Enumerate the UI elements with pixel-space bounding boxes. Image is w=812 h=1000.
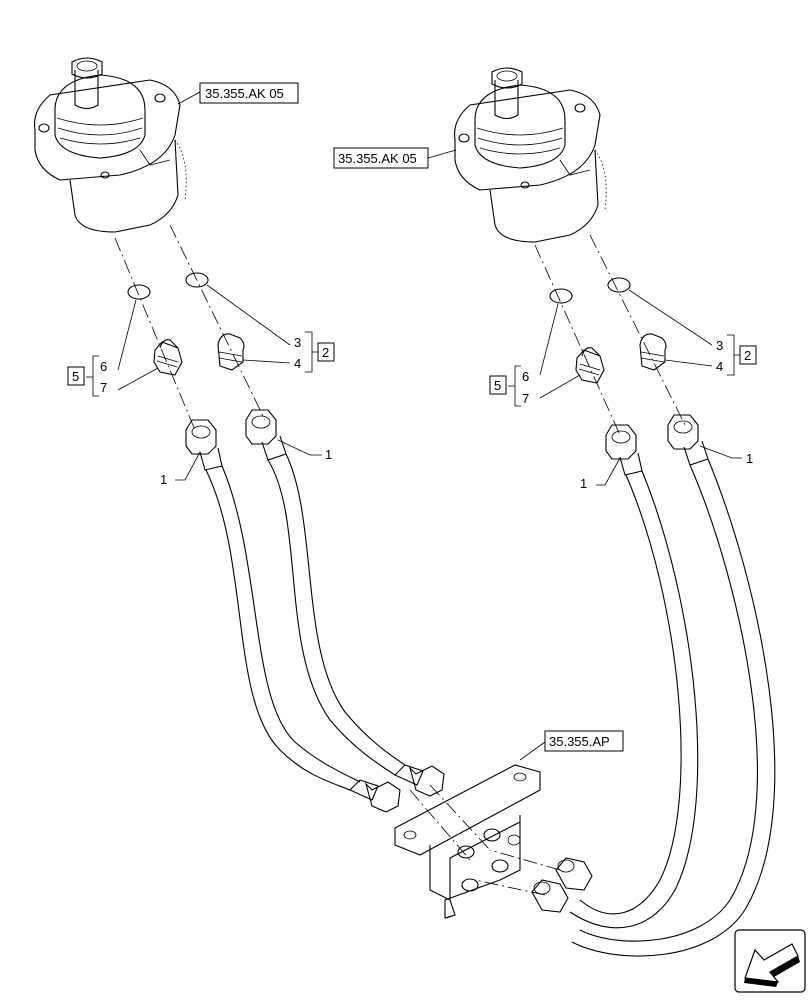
o-ring-left-a	[127, 284, 151, 300]
callout-2-left: 2	[322, 345, 329, 360]
callout-7-right: 7	[522, 391, 529, 406]
adapter-right-a	[575, 347, 605, 384]
o-ring-right-a	[549, 288, 573, 304]
callout-5-right: 5	[494, 378, 501, 393]
hose-left-a	[205, 465, 361, 791]
adapter-left-a	[153, 339, 183, 376]
callout-6-right: 6	[522, 369, 529, 384]
hose-fitting-right-a	[605, 424, 643, 476]
right-valve-ref-text: 35.355.AK 05	[338, 151, 417, 166]
right-valve-ref: 35.355.AK 05	[333, 147, 457, 169]
manifold-ref: 35.355.AP	[519, 730, 624, 761]
callout-5-left: 5	[72, 369, 79, 384]
hose-fitting-right-b	[667, 414, 709, 466]
hose-end-left-b	[394, 764, 445, 797]
hose-left-b	[267, 453, 406, 776]
callout-1-right-a: 1	[580, 476, 587, 491]
right-pilot-valve	[454, 67, 607, 243]
center-lines	[114, 224, 686, 896]
left-callouts: 3 4 2 6 7 5 1 1	[67, 284, 335, 487]
hose-end-left-a	[349, 779, 401, 813]
callout-4-left: 4	[294, 356, 301, 371]
callout-3-right: 3	[716, 338, 723, 353]
direction-arrow-icon[interactable]	[734, 929, 806, 993]
left-valve-ref-text: 35.355.AK 05	[205, 86, 284, 101]
callout-3-left: 3	[294, 335, 301, 350]
hose-right-a	[569, 470, 699, 929]
hose-fitting-left-b	[245, 409, 287, 461]
adapter-right-b	[639, 333, 667, 371]
hose-end-right-a	[555, 857, 593, 891]
hose-right-b	[571, 458, 776, 957]
callout-2-right: 2	[744, 348, 751, 363]
callout-6-left: 6	[100, 359, 107, 374]
left-valve-ref: 35.355.AK 05	[177, 82, 299, 105]
manifold-block	[394, 764, 541, 919]
o-ring-right-b	[607, 277, 631, 293]
callout-7-left: 7	[100, 380, 107, 395]
adapter-left-b	[217, 333, 245, 371]
callout-4-right: 4	[716, 359, 723, 374]
manifold-ref-text: 35.355.AP	[549, 734, 610, 749]
left-pilot-valve	[34, 57, 187, 233]
hose-fitting-left-a	[185, 419, 223, 471]
callout-1-left-a: 1	[160, 472, 167, 487]
right-callouts: 3 4 2 6 7 5 1 1	[489, 289, 757, 491]
callout-1-left-b: 1	[325, 447, 332, 462]
hose-end-right-b	[531, 879, 569, 913]
o-ring-left-b	[185, 272, 209, 288]
callout-1-right-b: 1	[746, 451, 753, 466]
